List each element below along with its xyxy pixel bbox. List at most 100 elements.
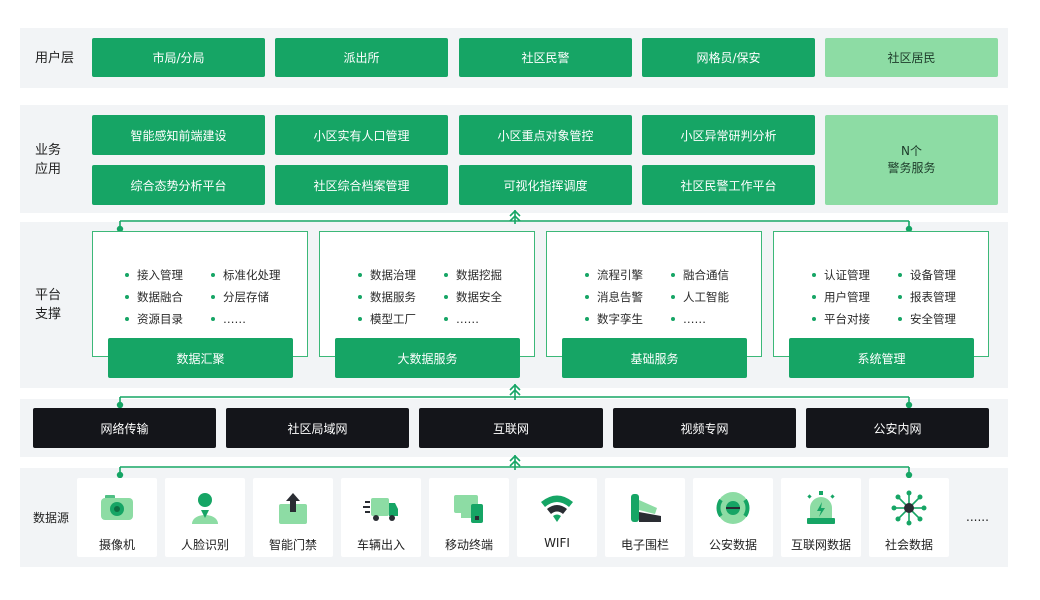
business-layer-label: 业务 应用 [35,141,61,179]
data-source-fence[interactable]: 电子围栏 [605,478,685,557]
feature-list: 接入管理 数据融合 资源目录 [125,264,183,330]
feature-item: 标准化处理 [211,264,281,286]
platform-layer-label: 平台 支撑 [35,286,61,324]
business-label-line1: 业务 [35,143,62,158]
feature-item: 资源目录 [125,308,183,330]
more-data-sources: ...... [966,510,989,524]
system-mgmt-button[interactable]: 系统管理 [789,338,974,378]
face-recognition-icon [192,493,218,524]
platform-card-system-mgmt: 认证管理 用户管理 平台对接 设备管理 报表管理 安全管理 系统管理 [773,231,989,378]
wifi-icon [541,495,573,522]
biz-visual-dispatch[interactable]: 可视化指挥调度 [459,165,632,205]
biz-n-police-services[interactable]: N个 警务服务 [825,115,998,205]
data-source-internet[interactable]: 互联网数据 [781,478,861,557]
platform-label-line1: 平台 [35,288,62,303]
feature-item: 数据服务 [358,286,416,308]
data-aggregation-button[interactable]: 数据汇聚 [108,338,293,378]
platform-label-line2: 支撑 [35,307,62,322]
data-layer-label: 数据源 [33,511,70,525]
user-layer-label: 用户层 [35,51,75,66]
platform-card-big-data: 数据治理 数据服务 模型工厂 数据挖掘 数据安全 …… 大数据服务 [319,231,535,378]
data-source-camera[interactable]: 摄像机 [77,478,157,557]
network-transmission[interactable]: 网络传输 [33,408,216,448]
data-source-label: 车辆出入 [356,538,405,552]
feature-item: …… [444,308,502,330]
feature-item: 分层存储 [211,286,281,308]
network-community-lan[interactable]: 社区局域网 [226,408,409,448]
basic-services-button[interactable]: 基础服务 [562,338,747,378]
data-source-label: 社会数据 [884,538,933,552]
data-source-police[interactable]: 公安数据 [693,478,773,557]
camera-icon [101,495,133,520]
data-source-vehicle[interactable]: 车辆出入 [341,478,421,557]
feature-item: 融合通信 [671,264,729,286]
feature-item: 数据安全 [444,286,502,308]
biz-anomaly-analysis[interactable]: 小区异常研判分析 [642,115,815,155]
feature-list: 认证管理 用户管理 平台对接 [812,264,870,330]
data-source-label: 互联网数据 [790,538,851,552]
mobile-terminal-icon [454,495,483,523]
data-source-label: 公安数据 [708,538,757,552]
biz-population-mgmt[interactable]: 小区实有人口管理 [275,115,448,155]
data-source-label: 人脸识别 [180,538,229,552]
feature-item: 数据挖掘 [444,264,502,286]
feature-item: 模型工厂 [358,308,416,330]
network-video-private[interactable]: 视频专网 [613,408,796,448]
data-source-wifi[interactable]: WIFI [517,478,597,557]
feature-item: 安全管理 [898,308,956,330]
biz-sensing-frontend[interactable]: 智能感知前端建设 [92,115,265,155]
feature-item: 人工智能 [671,286,729,308]
data-source-label: 电子围栏 [620,538,669,552]
biz-key-object-control[interactable]: 小区重点对象管控 [459,115,632,155]
data-source-label: 智能门禁 [268,538,317,552]
feature-item: 用户管理 [812,286,870,308]
user-community-police[interactable]: 社区民警 [459,38,632,77]
user-grid-staff[interactable]: 网格员/保安 [642,38,815,77]
electronic-fence-icon [631,494,661,522]
feature-item: 接入管理 [125,264,183,286]
biz-archive-mgmt[interactable]: 社区综合档案管理 [275,165,448,205]
data-source-access[interactable]: 智能门禁 [253,478,333,557]
feature-item: 流程引擎 [585,264,643,286]
network-police-intranet[interactable]: 公安内网 [806,408,989,448]
data-source-label: 移动终端 [444,538,493,552]
n-services-line2: 警务服务 [887,161,936,175]
data-source-social[interactable]: 社会数据 [869,478,949,557]
police-data-icon [716,492,750,524]
internet-data-icon [807,491,835,524]
platform-card-data-aggregation: 接入管理 数据融合 资源目录 标准化处理 分层存储 …… 数据汇聚 [92,231,308,378]
feature-list: 数据治理 数据服务 模型工厂 [358,264,416,330]
feature-item: 数字孪生 [585,308,643,330]
feature-list: 流程引擎 消息告警 数字孪生 [585,264,643,330]
feature-item: 数据融合 [125,286,183,308]
feature-item: 平台对接 [812,308,870,330]
vehicle-icon [363,498,398,521]
biz-police-workbench[interactable]: 社区民警工作平台 [642,165,815,205]
access-control-icon [279,493,307,524]
big-data-service-button[interactable]: 大数据服务 [335,338,520,378]
data-source-mobile[interactable]: 移动终端 [429,478,509,557]
data-source-label: WIFI [544,536,570,550]
user-residents[interactable]: 社区居民 [825,38,998,77]
feature-item: 报表管理 [898,286,956,308]
business-label-line2: 应用 [35,162,62,177]
feature-item: 设备管理 [898,264,956,286]
user-police-station[interactable]: 派出所 [275,38,448,77]
biz-situation-platform[interactable]: 综合态势分析平台 [92,165,265,205]
feature-item: 数据治理 [358,264,416,286]
network-internet[interactable]: 互联网 [419,408,603,448]
feature-list: 数据挖掘 数据安全 …… [444,264,502,330]
feature-list: 设备管理 报表管理 安全管理 [898,264,956,330]
feature-item: 消息告警 [585,286,643,308]
feature-item: …… [671,308,729,330]
platform-card-basic-services: 流程引擎 消息告警 数字孪生 融合通信 人工智能 …… 基础服务 [546,231,762,378]
data-source-face[interactable]: 人脸识别 [165,478,245,557]
feature-item: …… [211,308,281,330]
data-source-label: 摄像机 [98,538,135,552]
user-city-bureau[interactable]: 市局/分局 [92,38,265,77]
n-services-line1: N个 [901,144,922,158]
feature-list: 融合通信 人工智能 …… [671,264,729,330]
feature-item: 认证管理 [812,264,870,286]
social-data-icon [891,490,927,526]
feature-list: 标准化处理 分层存储 …… [211,264,281,330]
